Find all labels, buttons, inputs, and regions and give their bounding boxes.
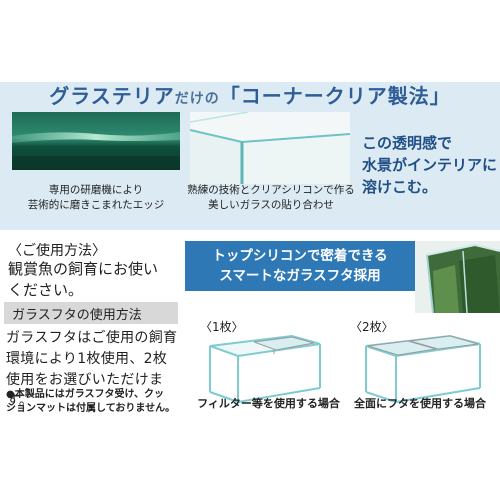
corner-caption-line: 熟練の技術とクリアシリコンで作る — [187, 184, 355, 196]
title-small: だけの — [174, 91, 220, 107]
edge-caption-line: 芸術的に磨きこまれたエッジ — [27, 199, 165, 211]
tagline-line: 水景がインテリアに — [362, 156, 498, 174]
edge-caption: 専用の研磨機により 芸術的に磨きこまれたエッジ — [10, 183, 182, 213]
one-lid-diagram — [209, 334, 321, 403]
usage-line: 観賞魚の飼育にお使い — [8, 260, 159, 278]
note-line: ションマットは付属しておりません。 — [6, 403, 176, 414]
lid-line: 環境により1枚使用、2枚 — [6, 351, 168, 367]
lid-text: ガラスフタはご使用の飼育 環境により1枚使用、2枚 使用をお選びいただけます。 — [6, 328, 186, 412]
lid-line: 使用をお選びいただけます。 — [6, 372, 164, 409]
tagline-line: 溶けこむ。 — [362, 178, 438, 196]
usage-line: ください。 — [8, 281, 84, 299]
lid-heading: ガラスフタの使用方法 — [12, 308, 142, 323]
glass-corner-photo — [190, 112, 350, 184]
polished-edge-photo — [12, 112, 180, 170]
title-main: 「コーナークリア製法」 — [219, 84, 451, 108]
top-silicone-banner — [185, 241, 415, 291]
tagline-line: この透明感で — [362, 134, 453, 152]
one-lid-caption: フィルター等を使用する場合 — [197, 397, 340, 410]
transparency-tagline: この透明感で 水景がインテリアに 溶けこむ。 — [362, 132, 500, 198]
banner-text: トップシリコンで密着できる スマートなガラスフタ採用 — [185, 246, 415, 286]
lid-line: ガラスフタはご使用の飼育 — [6, 330, 178, 346]
usage-text: 観賞魚の飼育にお使い ください。 — [8, 259, 176, 301]
edge-caption-line: 専用の研磨機により — [48, 184, 144, 196]
note-line: ●本製品にはガラスフタ受け、クッ — [6, 389, 165, 400]
corner-clear-title: グラステリアだけの「コーナークリア製法」 — [0, 80, 500, 109]
corner-caption-line: 美しいガラスの貼り合わせ — [208, 199, 334, 211]
aquarium-corner-photo — [415, 241, 500, 313]
two-lid-caption: 全面にフタを使用する場合 — [354, 397, 486, 410]
banner-line: スマートなガラスフタ採用 — [219, 268, 381, 284]
lid-heading-box — [4, 302, 178, 324]
two-lid-diagram — [365, 334, 481, 403]
usage-heading: 〈ご使用方法〉 — [8, 243, 106, 259]
two-lid-label: 〈2枚〉 — [350, 320, 394, 334]
title-prefix: グラステリア — [49, 84, 175, 108]
banner-line: トップシリコンで密着できる — [212, 248, 388, 264]
one-lid-label: 〈1枚〉 — [200, 320, 244, 334]
corner-caption: 熟練の技術とクリアシリコンで作る 美しいガラスの貼り合わせ — [186, 183, 356, 213]
accessory-note: ●本製品にはガラスフタ受け、クッ ションマットは付属しておりません。 — [6, 388, 192, 416]
